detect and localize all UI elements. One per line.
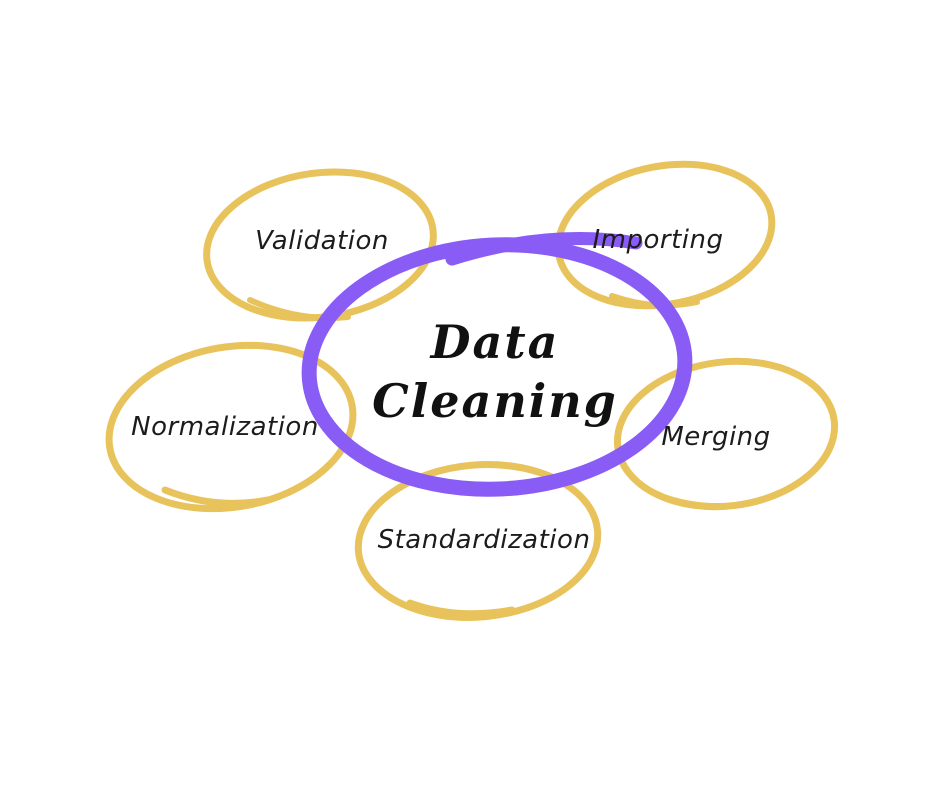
center-title-line2: Cleaning [372, 374, 618, 428]
merging-circle [613, 357, 839, 511]
center-circle-swoosh-inner [466, 239, 564, 256]
node-label-merging: Merging [661, 422, 771, 452]
node-label-importing: Importing [592, 225, 724, 255]
node-label-normalization: Normalization [131, 412, 319, 442]
normalization-circle [105, 341, 357, 513]
normalization-circle-tail [161, 486, 272, 507]
standardization-circle [354, 461, 602, 621]
merging-circle-tail [655, 492, 759, 510]
node-label-validation: Validation [255, 226, 389, 256]
center-title: Data Cleaning [372, 313, 618, 431]
standardization-circle-tail [406, 599, 516, 618]
center-circle [301, 232, 693, 497]
node-label-standardization: Standardization [377, 525, 591, 555]
center-title-line1: Data [430, 315, 560, 370]
